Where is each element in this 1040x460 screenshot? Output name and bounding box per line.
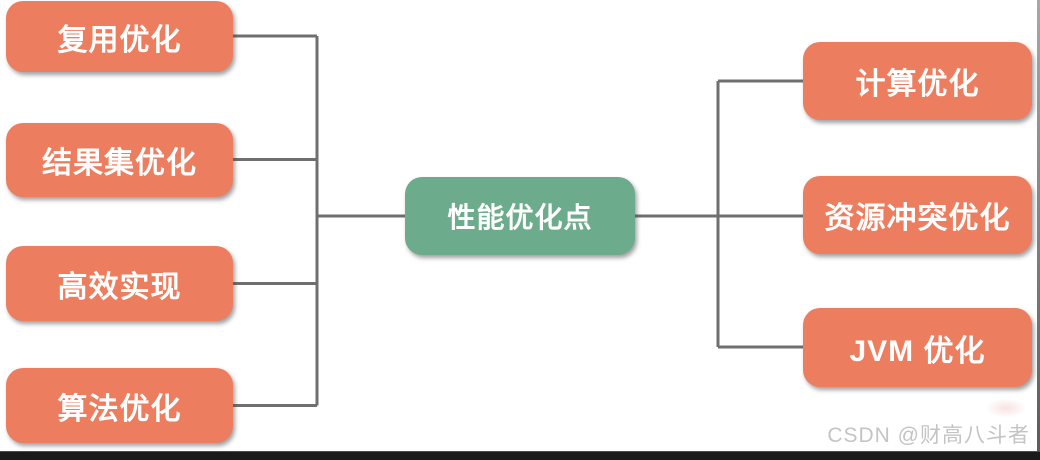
left-branch-lines — [233, 34, 317, 407]
node-efficient-implementation: 高效实现 — [6, 246, 233, 321]
faint-logo-smudge — [985, 398, 1027, 418]
node-compute-optimization: 计算优化 — [803, 42, 1032, 120]
node-algorithm-optimization: 算法优化 — [6, 368, 233, 443]
node-performance-optimization-root: 性能优化点 — [405, 177, 635, 255]
node-jvm-optimization: JVM 优化 — [803, 308, 1032, 387]
node-reuse-optimization: 复用优化 — [6, 1, 233, 72]
node-result-set-optimization: 结果集优化 — [6, 123, 233, 197]
right-branch-lines — [718, 79, 803, 349]
csdn-watermark: CSDN @财高八斗者 — [827, 424, 1030, 447]
bottom-edge-bar — [0, 451, 1040, 460]
node-resource-conflict-optimization: 资源冲突优化 — [803, 176, 1032, 254]
right-edge-border — [1037, 0, 1040, 460]
